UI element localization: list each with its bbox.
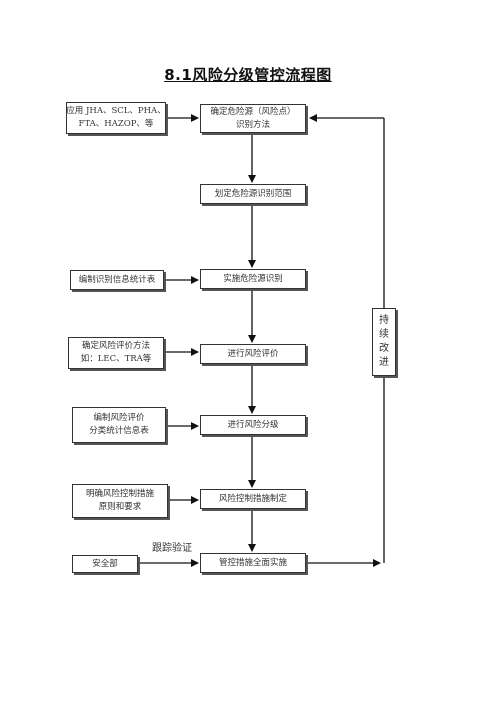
input-identification-stats: 编制识别信息统计表 xyxy=(70,270,164,290)
step-control-measures: 风险控制措施制定 xyxy=(200,489,306,509)
step-risk-grading: 进行风险分级 xyxy=(200,415,306,435)
step-identify-method: 确定危险源（风险点） 识别方法 xyxy=(200,104,306,133)
input-evaluation-stats: 编制风险评价 分类统计信息表 xyxy=(72,407,166,443)
step-full-implementation: 管控措施全面实施 xyxy=(200,553,306,573)
input-safety-department: 安全部 xyxy=(72,555,138,573)
input-evaluation-method: 确定风险评价方法 如：LEC、TRA等 xyxy=(68,337,164,369)
input-methods: 应用 JHA、SCL、PHA、 FTA、HAZOP、等 xyxy=(66,102,166,134)
step-define-scope: 划定危险源识别范围 xyxy=(200,184,306,204)
input-control-principles: 明确风险控制措施 原则和要求 xyxy=(72,484,168,518)
trace-verification-label: 跟踪验证 xyxy=(152,543,192,554)
step-risk-evaluation: 进行风险评价 xyxy=(200,344,306,364)
continuous-improvement-box: 持 续 改 进 xyxy=(372,308,396,376)
page-title: 8.1风险分级管控流程图 xyxy=(164,66,332,84)
step-implement-identification: 实施危险源识别 xyxy=(200,269,306,289)
